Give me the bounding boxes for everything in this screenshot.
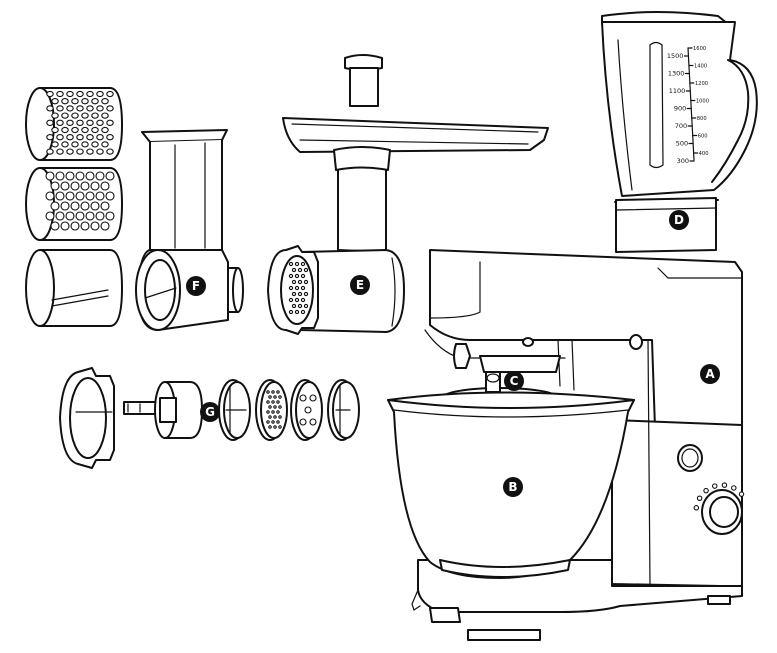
scale-label-right: 1600 xyxy=(693,46,706,52)
fine-grater-drum xyxy=(25,167,123,241)
label-a-text: A xyxy=(705,367,715,381)
mixer-body xyxy=(411,249,745,641)
scale-label-right: 800 xyxy=(697,116,707,122)
label-badge-d: D xyxy=(669,210,689,230)
label-badge-b: B xyxy=(503,477,523,497)
scale-label-left: 700 xyxy=(675,122,687,130)
scale-label-right: 600 xyxy=(698,134,708,140)
drive-shaft xyxy=(479,355,561,393)
blender-jug: 1500 1300 1100 900 700 500 300 1600 1400 1200 1000… xyxy=(601,11,758,253)
label-f-text: F xyxy=(192,279,200,293)
scale-label-right: 1000 xyxy=(696,99,709,105)
slicer-drum xyxy=(25,249,123,327)
scale-label-right: 1400 xyxy=(694,64,707,70)
mincer-parts-exploded xyxy=(59,367,360,469)
label-badge-c: C xyxy=(504,371,524,391)
scale-label-right: 1200 xyxy=(695,81,708,87)
label-d-text: D xyxy=(674,213,684,227)
scale-label-left: 900 xyxy=(674,105,686,113)
label-badge-a: A xyxy=(700,364,720,384)
label-badge-g: G xyxy=(200,402,220,422)
coarse-grater-drum xyxy=(25,87,123,161)
label-c-text: C xyxy=(510,374,519,388)
label-e-text: E xyxy=(356,278,364,292)
label-g-text: G xyxy=(205,405,215,419)
label-b-text: B xyxy=(508,480,517,494)
scale-label-left: 500 xyxy=(676,140,688,148)
slicer-shredder-attachment xyxy=(135,129,244,331)
label-badge-e: E xyxy=(350,275,370,295)
label-badge-f: F xyxy=(186,276,206,296)
scale-label-right: 400 xyxy=(699,151,709,157)
meat-mincer-attachment xyxy=(267,54,549,335)
scale-label-left: 300 xyxy=(677,157,689,165)
scale-label-left: 1300 xyxy=(668,70,685,78)
scale-label-left: 1100 xyxy=(669,87,686,95)
scale-label-left: 1500 xyxy=(667,52,684,60)
